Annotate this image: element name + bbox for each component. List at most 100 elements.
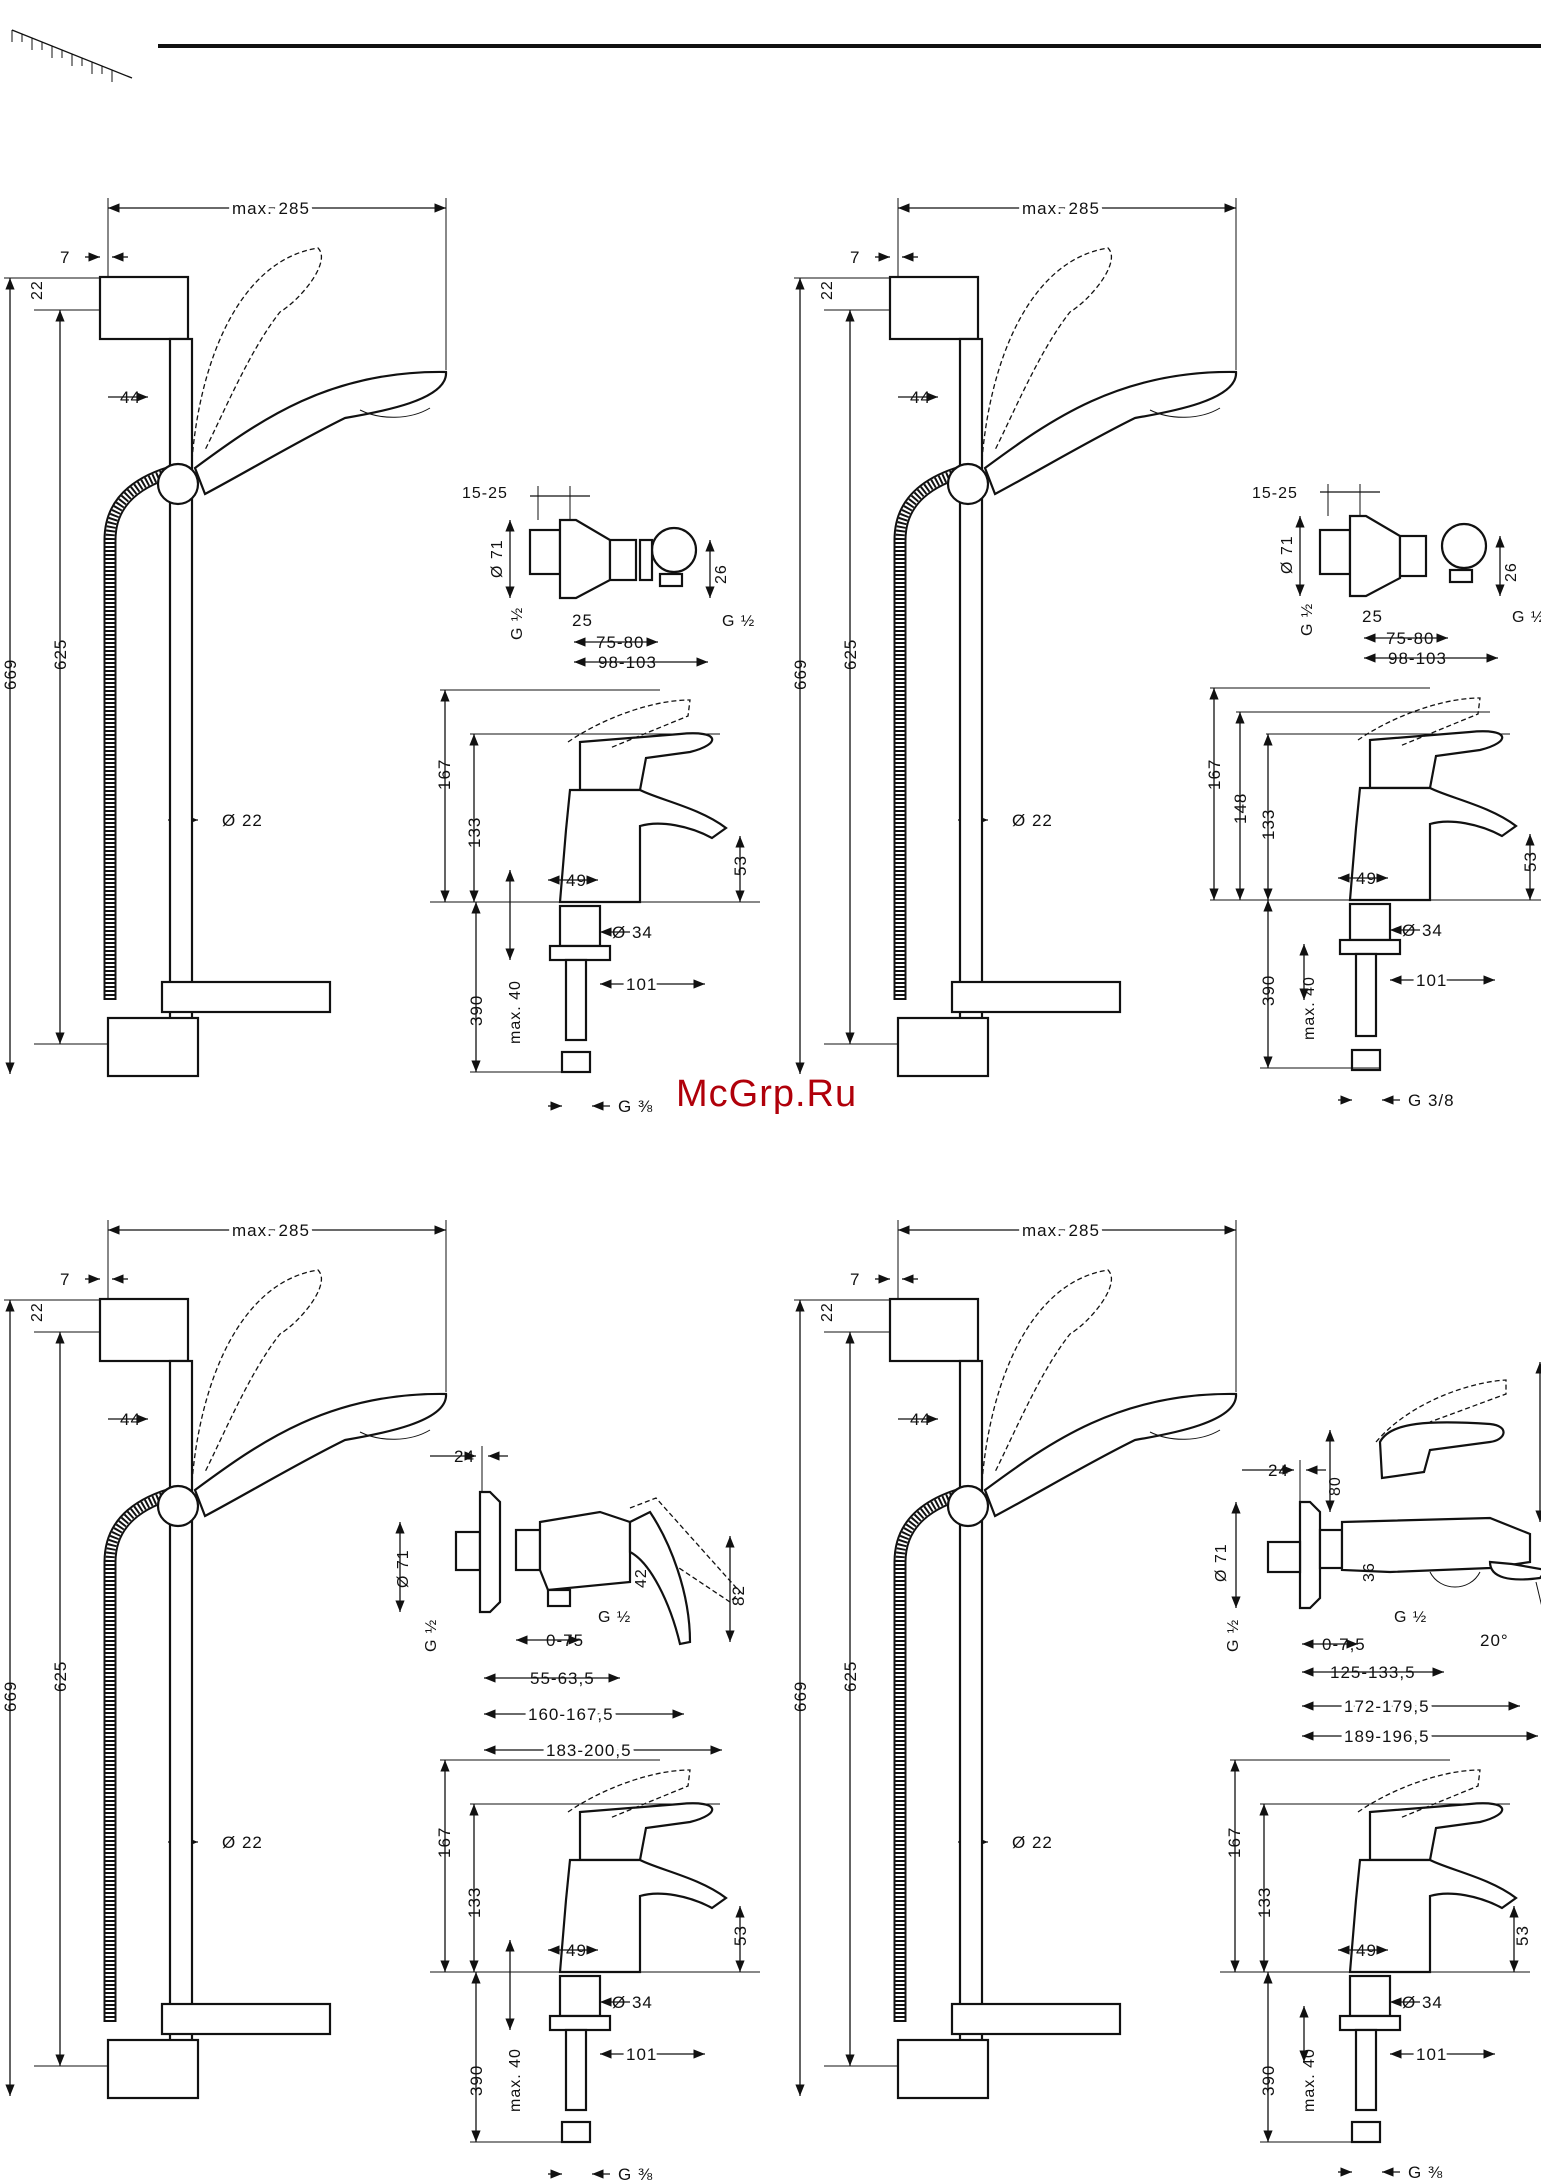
mixer-d3-text: 160-167,5 — [528, 1705, 614, 1724]
dim-diameter: Ø 22 — [1012, 1833, 1053, 1852]
basin-max: max. 40 — [507, 980, 524, 1044]
basin-total: 167 — [435, 759, 454, 790]
mixer-d3: 172-179,5 — [1344, 1697, 1430, 1716]
mixer-rosette: Ø 71 — [395, 1549, 412, 1588]
mixer-d3: 160-167,5 — [528, 1705, 614, 1724]
mixer-d3-text: 172-179,5 — [1344, 1697, 1430, 1716]
basin-base: 49 — [566, 1941, 587, 1960]
valve-outlet-h: 26 — [713, 564, 730, 584]
dim-offset: 7 — [850, 248, 860, 267]
dim-overall: 669 — [1, 1681, 20, 1712]
basin-reach-text: 101 — [626, 2045, 657, 2064]
dim-max-reach: max. 285 — [1022, 199, 1100, 218]
dim-bracket: 44 — [910, 1410, 931, 1429]
valve-range: 15-25 — [1252, 485, 1298, 502]
basin-below: 390 — [467, 995, 486, 1026]
dim-rail: 625 — [841, 1661, 860, 1692]
valve-span2: 98-103 — [1388, 649, 1447, 668]
mixer-d4-text: 183-200,5 — [546, 1741, 632, 1760]
dim-bracket: 44 — [910, 388, 931, 407]
basin-conn: G ⅜ — [618, 2165, 653, 2184]
dim-bracket: 44 — [120, 1410, 141, 1429]
basin-hole: Ø 34 — [612, 1993, 653, 2012]
basin-max: max. 40 — [1301, 2048, 1318, 2112]
dim-diameter: Ø 22 — [1012, 811, 1053, 830]
mixer-h114: 114 — [1539, 1432, 1541, 1462]
basin-reach: 101 — [1416, 971, 1447, 990]
basin-hole: Ø 34 — [1402, 1993, 1443, 2012]
panel-top-left: max. 285 max. 285 7 22 669 625 44 Ø 22 — [1, 195, 760, 1116]
basin-reach: 101 — [626, 975, 657, 994]
basin-total: 167 — [435, 1827, 454, 1858]
basin-hole: Ø 34 — [612, 923, 653, 942]
mixer-d1: 0-75 — [546, 1631, 584, 1650]
basin-max: max. 40 — [507, 2048, 524, 2112]
mixer-thread2: G ½ — [598, 1609, 631, 1626]
mixer-d4-text: 189-196,5 — [1344, 1727, 1430, 1746]
basin-below: 390 — [1259, 975, 1278, 1006]
basin-spout: 133 — [1255, 1887, 1274, 1918]
valve-rosette: Ø 71 — [489, 539, 506, 578]
basin-reach: 101 — [1416, 2045, 1447, 2064]
basin-reach-text: 101 — [626, 975, 657, 994]
basin-below: 390 — [1259, 2065, 1278, 2096]
watermark: McGrp.Ru — [676, 1073, 857, 1115]
valve-rosette: Ø 71 — [1279, 535, 1296, 574]
basin-spout: 133 — [1259, 809, 1278, 840]
basin-spout-h: 53 — [731, 855, 750, 876]
mixer-lever: 42 — [633, 1568, 650, 1588]
valve-thread-out: G ½ — [1512, 609, 1541, 626]
mixer-angle: 20° — [1480, 1631, 1509, 1650]
basin-conn: G ⅜ — [1408, 2163, 1443, 2182]
mixer-h36: 36 — [1361, 1562, 1378, 1582]
dim-top-h: 22 — [819, 1302, 836, 1322]
valve-span2: 98-103 — [598, 653, 657, 672]
dim-offset: 7 — [60, 1270, 70, 1289]
basin-spout: 133 — [465, 1887, 484, 1918]
dim-offset: 7 — [850, 1270, 860, 1289]
basin-hole: Ø 34 — [1402, 921, 1443, 940]
dim-max-reach-text: max. 285 — [1022, 199, 1100, 218]
valve-depth: 25 — [572, 611, 593, 630]
dim-top-h: 22 — [29, 1302, 46, 1322]
basin-conn: G 3/8 — [1408, 1091, 1455, 1110]
basin-spout-h: 53 — [1513, 1925, 1532, 1946]
valve-span1: 75-80 — [1386, 629, 1434, 648]
dim-max-reach: max. 285 — [232, 1221, 310, 1240]
mixer-rosette: Ø 71 — [1213, 1543, 1230, 1582]
mixer-d2: 55-63,5 — [530, 1669, 595, 1688]
basin-total: 167 — [1205, 759, 1224, 790]
dim-offset: 7 — [60, 248, 70, 267]
panel-top-right: max. 285 max. 285 7 22 669 625 44 Ø 22 1… — [791, 195, 1541, 1110]
valve-thread-out: G ½ — [722, 613, 755, 630]
panel-bottom-left: max. 285 max. 285 7 22 669 625 44 Ø 22 2… — [1, 1217, 760, 2184]
mixer-height: 82 — [729, 1585, 748, 1606]
basin-total: 167 — [1225, 1827, 1244, 1858]
dim-top-h: 22 — [29, 280, 46, 300]
dim-overall: 669 — [791, 659, 810, 690]
dim-overall: 669 — [1, 659, 20, 690]
basin-below: 390 — [467, 2065, 486, 2096]
mixer-d1: 0-7,5 — [1322, 1635, 1366, 1654]
panel-bottom-right: max. 285 max. 285 7 22 669 625 44 Ø 22 2… — [791, 1217, 1541, 2182]
basin-base: 49 — [566, 871, 587, 890]
basin-reach-text: 101 — [1416, 971, 1447, 990]
valve-depth: 25 — [1362, 607, 1383, 626]
basin-reach-text: 101 — [1416, 2045, 1447, 2064]
valve-range: 15-25 — [462, 485, 508, 502]
basin-spout: 133 — [465, 817, 484, 848]
basin-spout-h: 53 — [731, 1925, 750, 1946]
dim-max-reach: max. 285 — [232, 199, 310, 218]
dim-bracket: 44 — [120, 388, 141, 407]
mixer-d4: 189-196,5 — [1344, 1727, 1430, 1746]
mixer-top: 24 — [1268, 1461, 1289, 1480]
dim-max-reach-text: max. 285 — [232, 199, 310, 218]
valve-thread-in: G ½ — [509, 607, 526, 640]
mixer-thread: G ½ — [423, 1619, 440, 1652]
dim-overall: 669 — [791, 1681, 810, 1712]
basin-max: max. 40 — [1301, 976, 1318, 1040]
basin-base: 49 — [1356, 869, 1377, 888]
basin-reach: 101 — [626, 2045, 657, 2064]
dim-rail: 625 — [841, 639, 860, 670]
